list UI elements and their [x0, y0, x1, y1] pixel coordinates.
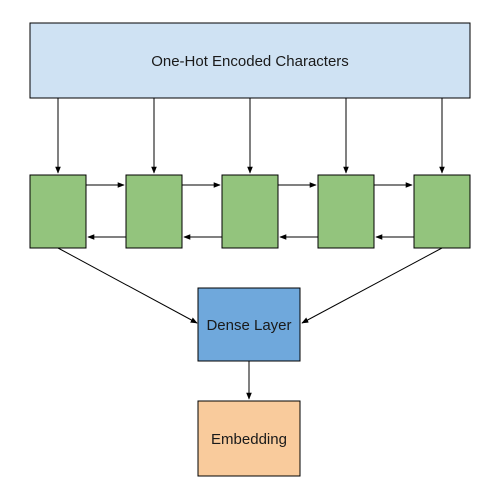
embedding-box [197, 400, 301, 477]
left-cell-to-dense-arrow [57, 247, 198, 324]
recurrent-cell-5 [413, 174, 471, 249]
recurrent-cell-3 [221, 174, 279, 249]
cell-to-dense-arrows [57, 247, 443, 324]
embedding-label: Embedding [211, 431, 287, 448]
input-to-cell-arrows [55, 98, 445, 174]
dense-layer-label: Dense Layer [206, 317, 291, 334]
dense-layer-box [197, 287, 301, 362]
right-cell-to-dense-arrow [301, 247, 443, 324]
recurrent-cell-4 [317, 174, 375, 249]
recurrent-cell-2 [125, 174, 183, 249]
input-box-label: One-Hot Encoded Characters [151, 53, 349, 70]
input-box [29, 22, 471, 99]
recurrent-cell-1 [29, 174, 87, 249]
recurrent-cells [29, 174, 471, 249]
